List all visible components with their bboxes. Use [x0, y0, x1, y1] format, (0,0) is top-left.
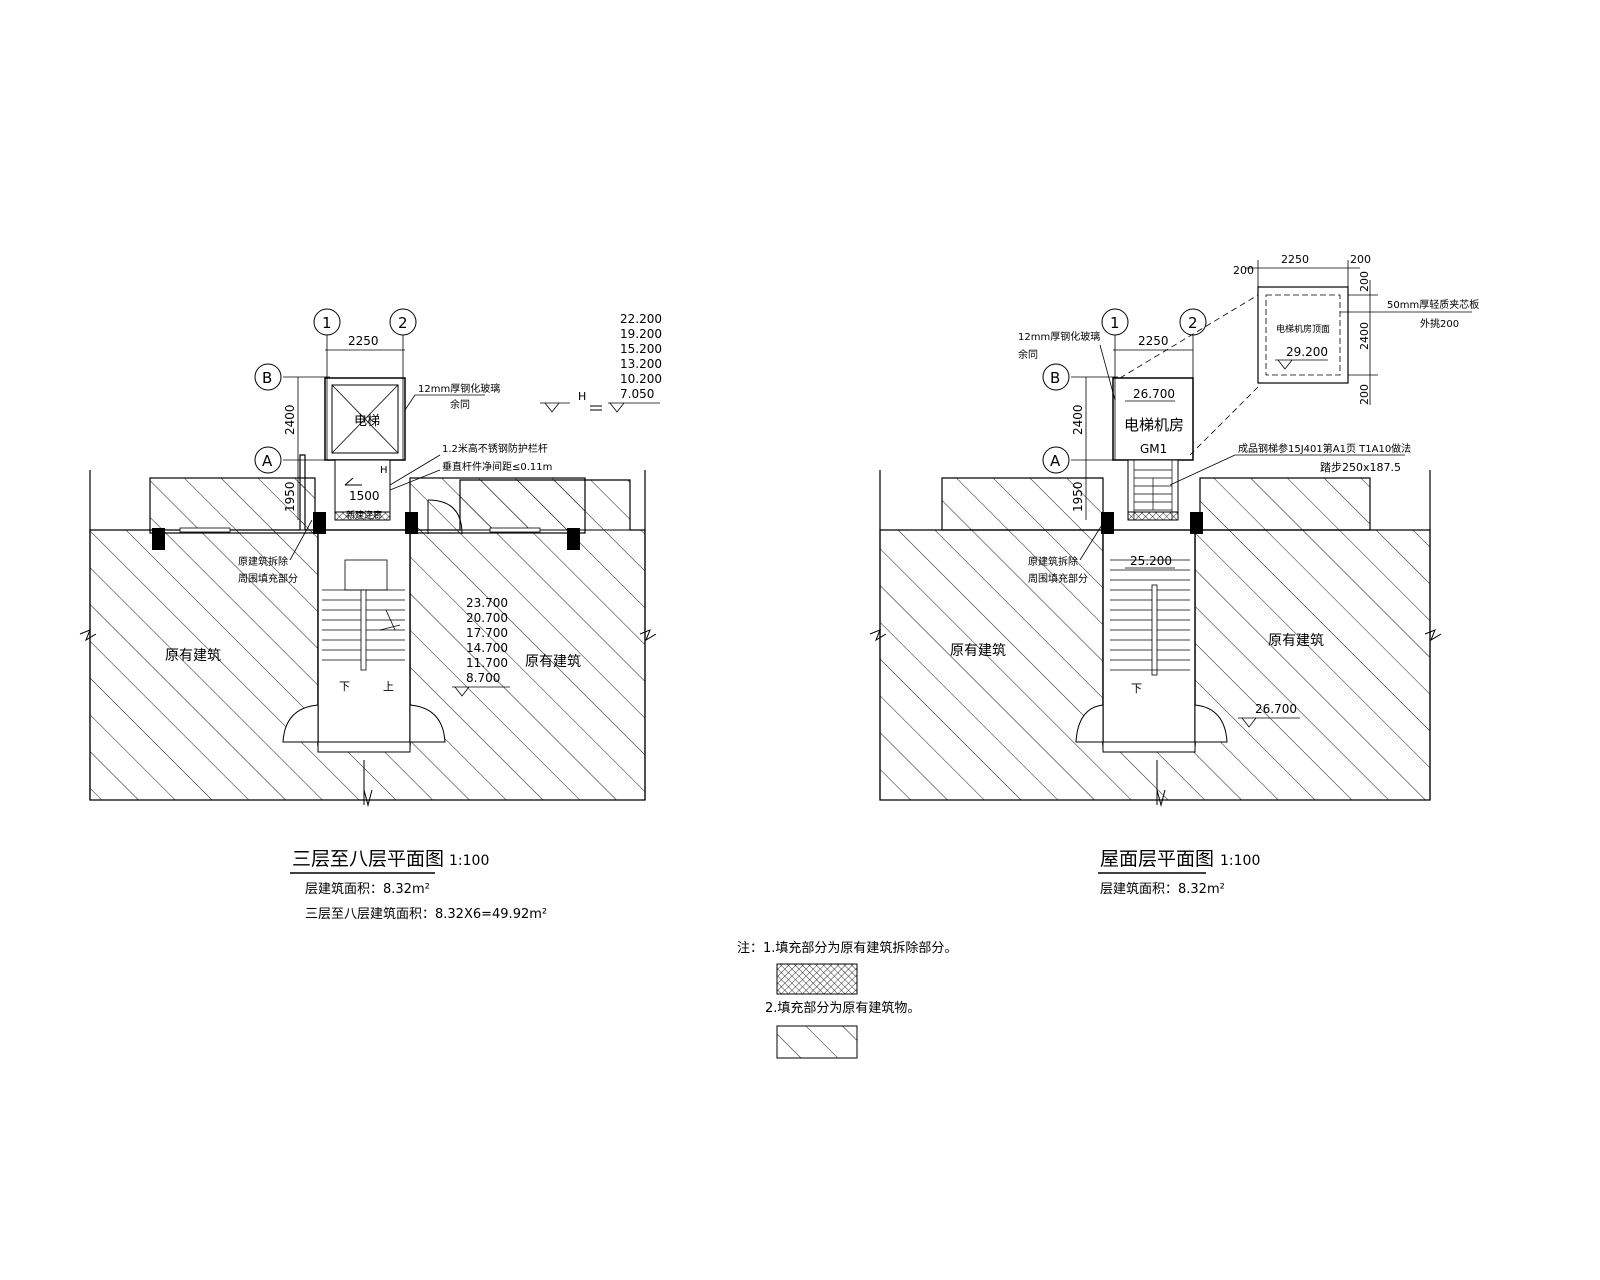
- left-dim-depth: 2400: [283, 404, 297, 435]
- right-room-elev: 26.700: [1133, 387, 1175, 401]
- note-1: 注：1.填充部分为原有建筑拆除部分。: [737, 940, 957, 956]
- svg-text:7.050: 7.050: [620, 387, 654, 401]
- detail-dim-top-mid: 2250: [1281, 253, 1309, 266]
- left-corridor-label: 新建连廊: [346, 509, 382, 521]
- svg-text:20.700: 20.700: [466, 611, 508, 625]
- right-dim-depth: 2400: [1071, 404, 1085, 435]
- detail-dim-top-left: 200: [1233, 264, 1254, 277]
- detail-panel-note-2: 外挑200: [1420, 317, 1459, 330]
- right-dim-corridor-depth: 1950: [1071, 481, 1085, 512]
- right-door-label: GM1: [1140, 442, 1167, 456]
- right-plan-area-1: 层建筑面积：8.32m²: [1100, 881, 1225, 897]
- legend-swatch-demolish: [776, 963, 858, 995]
- right-axis-grid: 1 2 B A 2250 2400 1950: [1042, 308, 1207, 520]
- left-existing-west-label: 原有建筑: [165, 648, 221, 664]
- svg-text:15.200: 15.200: [620, 342, 662, 356]
- right-axis-A: A: [1050, 452, 1061, 470]
- right-machine-room: [1112, 377, 1194, 461]
- svg-text:14.700: 14.700: [466, 641, 508, 655]
- left-axis-1: 1: [322, 314, 332, 332]
- left-plan-scale: 1:100: [449, 853, 489, 869]
- svg-text:10.200: 10.200: [620, 372, 662, 386]
- left-demolish-note-2: 周围填充部分: [238, 572, 298, 585]
- right-room-label: 电梯机房: [1124, 416, 1184, 434]
- right-stair-flights: [1110, 559, 1190, 676]
- right-demolish-note-1: 原建筑拆除: [1028, 555, 1078, 568]
- right-existing-east-label: 原有建筑: [1268, 633, 1324, 649]
- detail-panel-note-1: 50mm厚轻质夹芯板: [1387, 298, 1479, 311]
- right-demolish-note-2: 周围填充部分: [1028, 572, 1088, 585]
- left-rail-note-1: 1.2米高不锈钢防护栏杆: [442, 442, 548, 455]
- detail-room-roof-label: 电梯机房顶面: [1276, 323, 1330, 335]
- right-axis-2: 2: [1188, 314, 1198, 332]
- svg-text:11.700: 11.700: [466, 656, 508, 670]
- left-axis-A: A: [262, 452, 273, 470]
- left-elevation-list-top: 22.200 19.200 15.200 13.200 10.200 7.050: [620, 312, 662, 401]
- left-stair-flights: [322, 559, 405, 671]
- left-elev-h-2: H: [380, 465, 388, 476]
- right-glass-note-1: 12mm厚钢化玻璃: [1018, 330, 1100, 343]
- right-stair-elev: 25.200: [1130, 554, 1172, 568]
- detail-dim-right-mid: 2400: [1358, 322, 1371, 350]
- left-dim-width: 2250: [348, 334, 379, 348]
- right-plan: 25.200 下 26.700 电梯机房 GM1: [869, 253, 1479, 897]
- left-stair-up: 上: [383, 680, 394, 693]
- right-ladder-note-2: 踏步250x187.5: [1320, 460, 1401, 474]
- right-roof-elev: 26.700: [1255, 702, 1297, 716]
- right-plan-scale: 1:100: [1220, 853, 1260, 869]
- legend-notes: 注：1.填充部分为原有建筑拆除部分。 2.填充部分为原有建筑物。: [737, 940, 957, 1059]
- left-axis-B: B: [262, 369, 272, 387]
- right-dim-width: 2250: [1138, 334, 1169, 348]
- detail-dim-right-top: 200: [1358, 271, 1371, 292]
- svg-text:19.200: 19.200: [620, 327, 662, 341]
- left-corridor: [334, 459, 391, 521]
- left-wing-west: [149, 477, 316, 534]
- right-wing-east: [1199, 477, 1371, 531]
- left-plan: 下 上 电梯 1500 新建连廊 1 2: [79, 308, 662, 922]
- left-wing-east: [409, 477, 586, 534]
- legend-swatch-existing: [776, 1025, 858, 1059]
- left-stair-down: 下: [339, 680, 350, 693]
- svg-text:23.700: 23.700: [466, 596, 508, 610]
- detail-dim-top-right: 200: [1350, 253, 1371, 266]
- svg-text:17.700: 17.700: [466, 626, 508, 640]
- right-stairwell: [1102, 529, 1196, 746]
- svg-text:13.200: 13.200: [620, 357, 662, 371]
- left-plan-area-2: 三层至八层建筑面积：8.32X6=49.92m²: [305, 906, 547, 922]
- left-elevator-label: 电梯: [354, 414, 380, 429]
- svg-text:8.700: 8.700: [466, 671, 500, 685]
- right-existing-west-label: 原有建筑: [950, 643, 1006, 659]
- right-axis-B: B: [1050, 369, 1060, 387]
- right-glass-note-2: 余同: [1018, 348, 1038, 361]
- left-dim-corridor-depth: 1950: [283, 481, 297, 512]
- left-elev-h-1: H: [578, 390, 586, 403]
- detail-dim-right-bottom: 200: [1358, 384, 1371, 405]
- right-ladder-note-1: 成品钢梯参15J401第A1页 T1A10做法: [1238, 442, 1411, 455]
- left-demolish-note-1: 原建筑拆除: [238, 555, 288, 568]
- left-glass-note-2: 余同: [450, 398, 470, 411]
- left-axis-grid: 1 2 B A 2250 2400 1950: [254, 308, 417, 520]
- left-axis-2: 2: [398, 314, 408, 332]
- right-plan-title: 屋面层平面图: [1100, 848, 1214, 870]
- right-stair-down: 下: [1131, 682, 1142, 695]
- right-detail-roof: 电梯机房顶面 29.200 200 2250 200 200 2400 200 …: [1233, 253, 1479, 405]
- left-dim-corridor-width: 1500: [349, 489, 380, 503]
- left-rail-note-2: 垂直杆件净间距≤0.11m: [442, 460, 552, 473]
- right-axis-1: 1: [1110, 314, 1120, 332]
- left-plan-area-1: 层建筑面积：8.32m²: [305, 881, 430, 897]
- left-plan-title: 三层至八层平面图: [292, 848, 444, 870]
- svg-text:22.200: 22.200: [620, 312, 662, 326]
- left-existing-east-label: 原有建筑: [525, 654, 581, 670]
- left-glass-note-1: 12mm厚钢化玻璃: [418, 382, 500, 395]
- note-2: 2.填充部分为原有建筑物。: [765, 1000, 920, 1016]
- left-elevation-list-stair: 23.700 20.700 17.700 14.700 11.700 8.700: [466, 596, 508, 685]
- detail-room-roof-elev: 29.200: [1286, 345, 1328, 359]
